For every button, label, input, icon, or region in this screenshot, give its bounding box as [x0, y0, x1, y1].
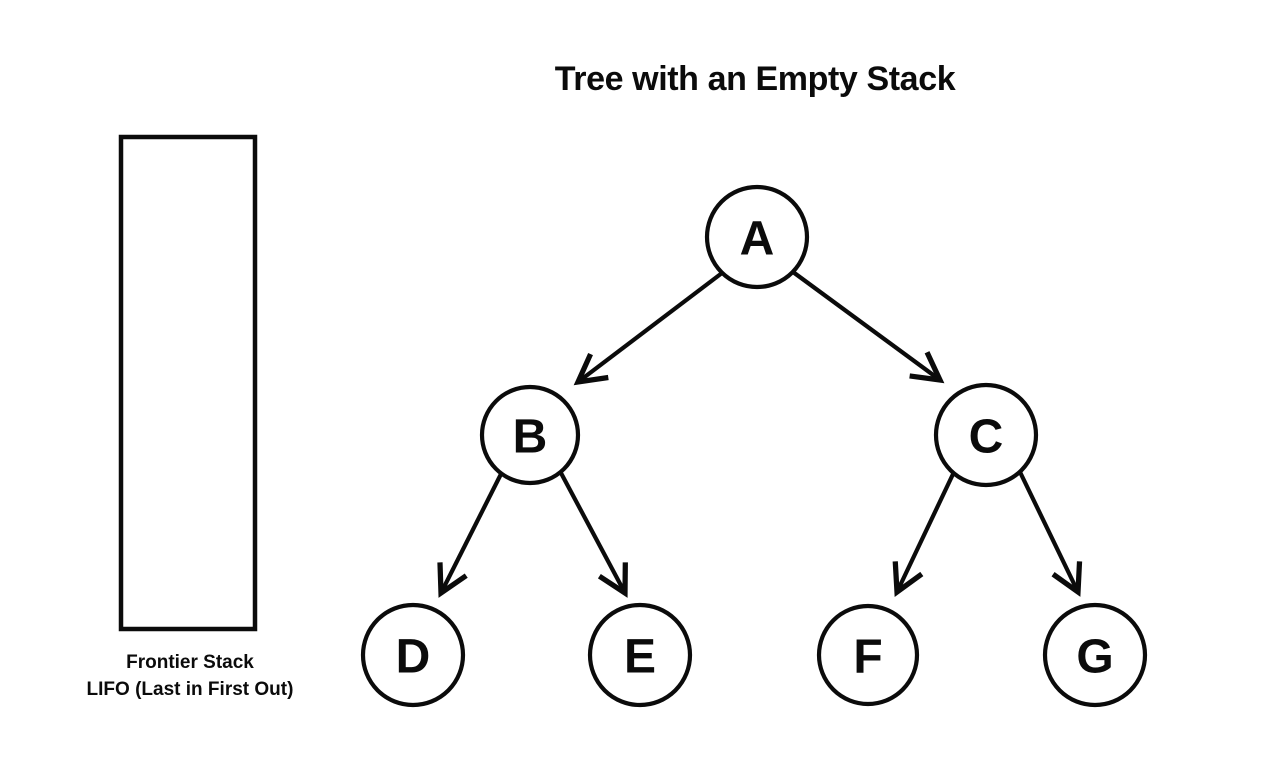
tree-edges	[437, 270, 1083, 598]
node-circle-g[interactable]	[1042, 602, 1148, 708]
node-circle-c[interactable]	[933, 382, 1039, 488]
edge-c-f	[892, 471, 956, 597]
node-circle-f[interactable]	[816, 603, 920, 707]
tree-node-f[interactable]: F	[816, 603, 920, 707]
node-label-f: F	[853, 631, 882, 684]
node-circle-a[interactable]	[704, 184, 810, 290]
node-label-e: E	[624, 631, 656, 684]
node-label-a: A	[740, 213, 775, 266]
edge-b-e	[559, 472, 628, 598]
node-circle-e[interactable]	[587, 602, 693, 708]
stack-rectangle[interactable]	[118, 134, 258, 632]
stack-caption: Frontier Stack LIFO (Last in First Out)	[30, 650, 350, 704]
node-label-g: G	[1076, 631, 1113, 684]
frontier-stack-container[interactable]	[118, 134, 258, 632]
node-circle-b[interactable]	[479, 384, 581, 486]
stack-caption-line-1: Frontier Stack	[126, 652, 254, 673]
edge-a-c	[791, 270, 945, 384]
edge-c-g	[1018, 471, 1083, 597]
page-title-text: Tree with an Empty Stack	[554, 60, 956, 98]
tree-node-g[interactable]: G	[1042, 602, 1148, 708]
tree-node-c[interactable]: C	[933, 382, 1039, 488]
page-title: Tree with an Empty Stack	[0, 60, 1280, 99]
stack-caption-line-2: LIFO (Last in First Out)	[86, 678, 294, 700]
edge-b-d	[437, 473, 503, 598]
node-label-d: D	[396, 631, 431, 684]
node-label-b: B	[513, 411, 548, 464]
edge-a-b	[573, 271, 724, 386]
node-circle-d[interactable]	[360, 602, 466, 708]
tree-node-e[interactable]: E	[587, 602, 693, 708]
tree-node-a[interactable]: A	[704, 184, 810, 290]
tree-node-b[interactable]: B	[479, 384, 581, 486]
node-label-c: C	[969, 411, 1004, 464]
tree-node-d[interactable]: D	[360, 602, 466, 708]
